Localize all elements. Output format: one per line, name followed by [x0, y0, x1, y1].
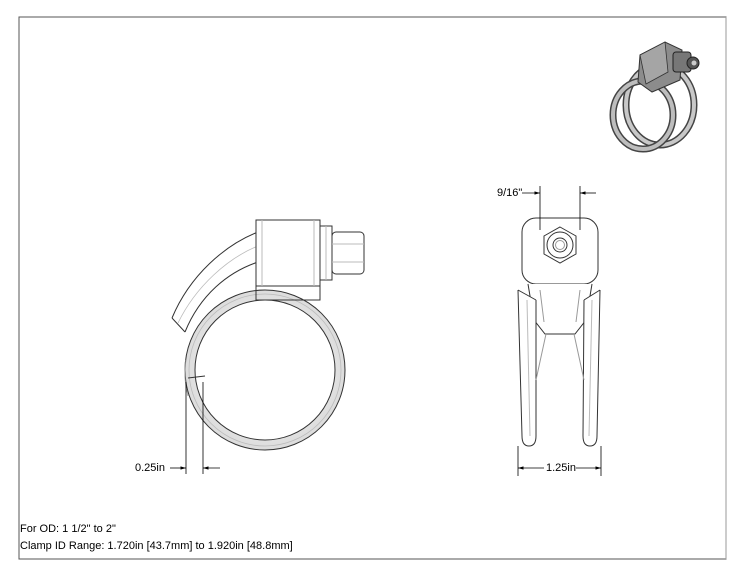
dimension-wrench-size — [522, 186, 596, 230]
front-view — [517, 217, 601, 447]
overall-width-label: 1.25in — [546, 462, 576, 474]
dimension-band-thickness — [170, 382, 220, 474]
side-view — [171, 219, 365, 451]
sheet-border — [18, 16, 727, 560]
od-note: For OD: 1 1/2" to 2" — [20, 523, 116, 535]
dimension-overall-width — [517, 446, 602, 476]
isometric-thumbnail — [609, 41, 700, 153]
id-range-note: Clamp ID Range: 1.720in [43.7mm] to 1.92… — [20, 540, 293, 552]
wrench-size-label: 9/16" — [497, 187, 523, 199]
band-thickness-label: 0.25in — [135, 462, 165, 474]
